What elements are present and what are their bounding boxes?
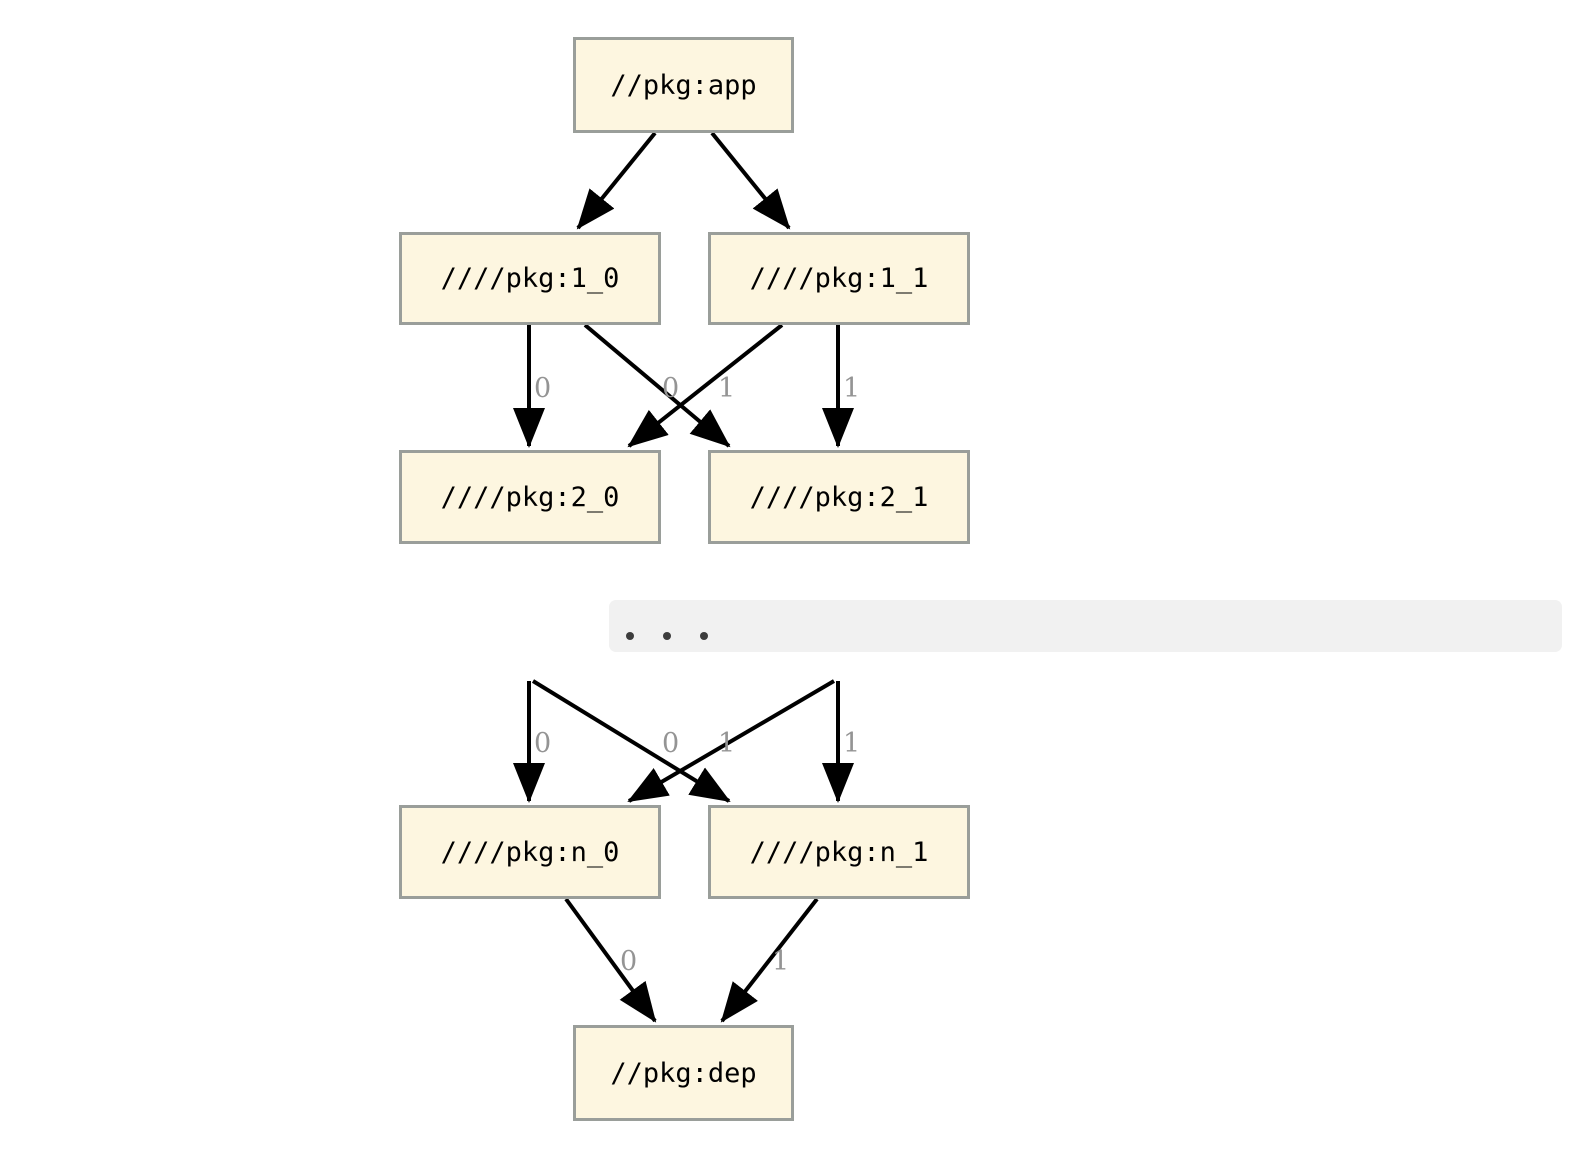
edges-layer	[513, 131, 854, 1023]
edge-label: 0	[662, 373, 680, 404]
node-l1_1[interactable]: ////pkg:1_1	[708, 232, 970, 325]
node-label: //pkg:app	[610, 69, 757, 101]
node-label: ////pkg:n_1	[749, 836, 929, 868]
node-label: ////pkg:1_1	[749, 263, 929, 294]
node-label: ////pkg:1_0	[440, 263, 620, 294]
node-ln_1[interactable]: ////pkg:n_1	[708, 805, 970, 899]
node-label: ////pkg:n_0	[440, 836, 620, 868]
edge-src-to-ln_0	[627, 679, 836, 803]
edge-label: 0	[534, 373, 552, 404]
node-app[interactable]: //pkg:app	[573, 37, 794, 133]
edge-label: 0	[620, 946, 638, 977]
node-label: ////pkg:2_1	[749, 481, 929, 513]
edge-label: 1	[772, 946, 790, 977]
edge-ln_1-to-dep	[720, 897, 819, 1023]
edge-l1_0-to-l2_1	[583, 323, 731, 448]
edge-app-to-l1_1	[710, 131, 791, 230]
node-dep[interactable]: //pkg:dep	[573, 1025, 794, 1121]
edge-label: 1	[718, 373, 736, 404]
node-l2_0[interactable]: ////pkg:2_0	[399, 450, 661, 544]
ellipsis-dot	[626, 632, 634, 640]
node-label: //pkg:dep	[610, 1057, 757, 1089]
edge-label: 1	[718, 728, 736, 759]
node-l1_0[interactable]: ////pkg:1_0	[399, 232, 661, 325]
edge-label: 0	[534, 728, 552, 759]
ellipsis-dot	[700, 632, 708, 640]
node-l2_1[interactable]: ////pkg:2_1	[708, 450, 970, 544]
ellipsis-separator	[609, 600, 1562, 652]
edge-label: 1	[843, 373, 861, 404]
ellipsis-dots	[626, 632, 708, 640]
ellipsis-dot	[663, 632, 671, 640]
node-label: ////pkg:2_0	[440, 481, 620, 513]
node-ln_0[interactable]: ////pkg:n_0	[399, 805, 661, 899]
edge-label: 1	[843, 728, 861, 759]
edge-app-to-l1_0	[576, 131, 657, 230]
edge-src-to-ln_1	[531, 679, 731, 803]
edge-l1_1-to-l2_0	[627, 323, 784, 448]
edge-ln_0-to-dep	[564, 897, 657, 1023]
edge-label: 0	[662, 728, 680, 759]
